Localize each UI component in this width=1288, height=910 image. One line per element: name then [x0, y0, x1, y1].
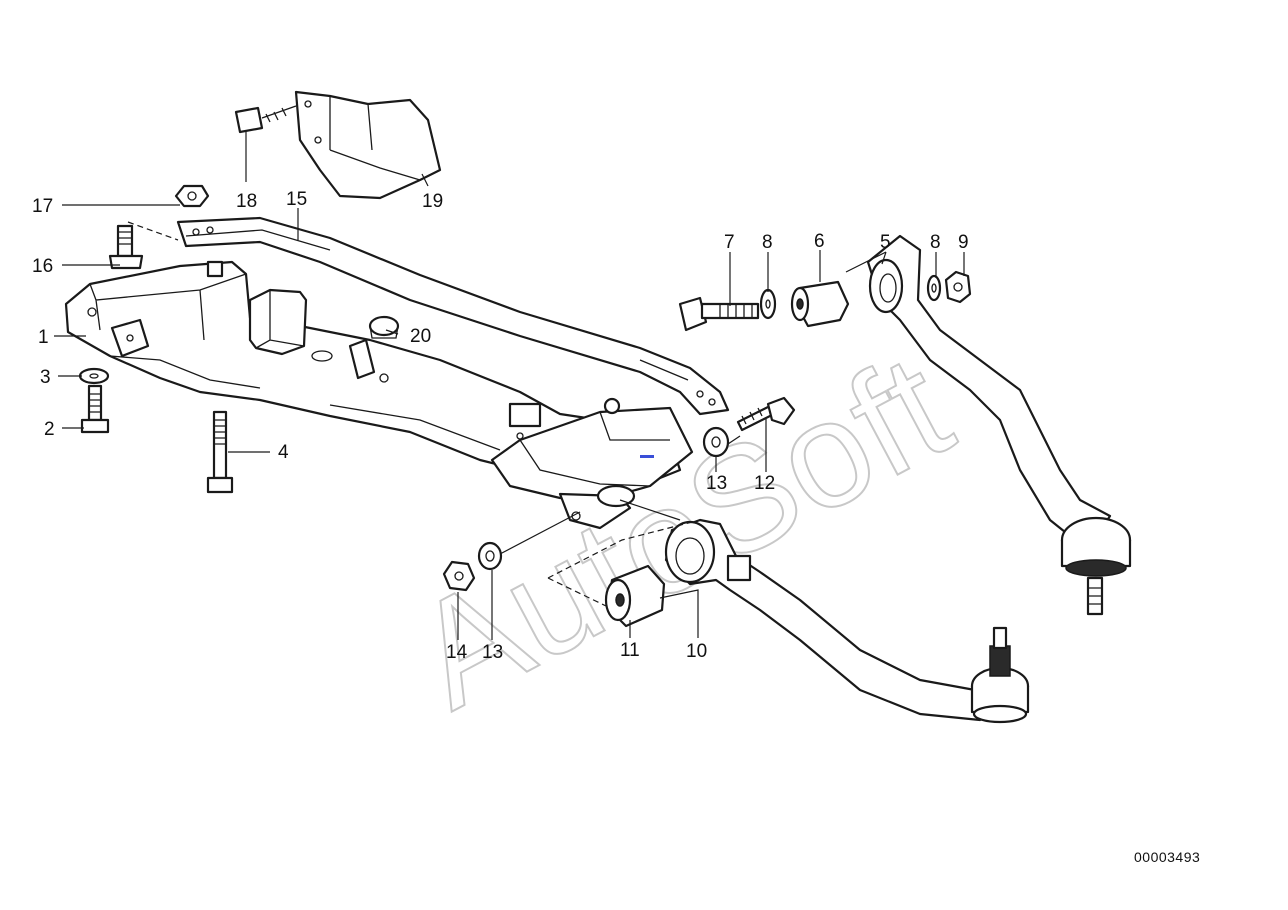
- callout-5: 5: [880, 232, 891, 253]
- callout-8a: 8: [762, 232, 773, 253]
- callout-3: 3: [40, 367, 51, 388]
- bolt-7: [678, 296, 760, 332]
- callout-13b: 13: [482, 642, 503, 663]
- callout-11: 11: [620, 640, 640, 661]
- callout-6: 6: [814, 231, 825, 252]
- washer-13-upper: [702, 426, 730, 458]
- washer-13-lower: [477, 541, 503, 571]
- nut-14: [442, 560, 476, 592]
- washer-8-left: [759, 288, 777, 320]
- nut-9: [944, 270, 972, 304]
- callout-2: 2: [44, 419, 55, 440]
- callout-8b: 8: [930, 232, 941, 253]
- callout-16: 16: [32, 256, 53, 277]
- control-arm-5: [866, 234, 1132, 616]
- blue-mark: [640, 455, 654, 458]
- callout-1: 1: [38, 327, 49, 348]
- reinforcement-brace: [176, 216, 730, 416]
- guide-dash-1: [127, 221, 179, 241]
- nut-17: [174, 184, 210, 208]
- callout-12: 12: [754, 473, 775, 494]
- callout-9: 9: [958, 232, 969, 253]
- bolt-2: [80, 384, 110, 434]
- plug-20: [368, 315, 400, 339]
- guide-dash-2: [547, 519, 701, 579]
- callout-10: 10: [686, 641, 707, 662]
- guide-dash-3: [547, 577, 607, 607]
- callout-15: 15: [286, 189, 307, 210]
- callout-18: 18: [236, 191, 257, 212]
- callout-14: 14: [446, 642, 468, 663]
- callouts: 1 2 3 4 5 6 7 8 8 9 10 11 12 13 13 14 15…: [32, 189, 969, 663]
- front-subframe: [64, 260, 682, 488]
- heat-shield: [294, 90, 442, 200]
- callout-7: 7: [724, 232, 735, 253]
- bolt-4: [206, 410, 234, 494]
- bushing-6: [790, 280, 850, 328]
- callout-19: 19: [422, 191, 443, 212]
- screw-18: [234, 105, 297, 134]
- control-arm-10: [664, 518, 1030, 724]
- bolt-12: [736, 396, 796, 432]
- document-number: 00003493: [1134, 849, 1201, 865]
- bolt-16: [108, 224, 144, 270]
- leader-lines: [54, 130, 965, 640]
- callout-13a: 13: [706, 473, 727, 494]
- callout-17: 17: [32, 196, 53, 217]
- control-arm-bracket: [490, 397, 694, 530]
- callout-20: 20: [410, 326, 431, 347]
- washer-8-right: [926, 274, 942, 302]
- callout-4: 4: [278, 442, 289, 463]
- washer-3: [78, 367, 110, 385]
- bushing-11: [604, 564, 666, 628]
